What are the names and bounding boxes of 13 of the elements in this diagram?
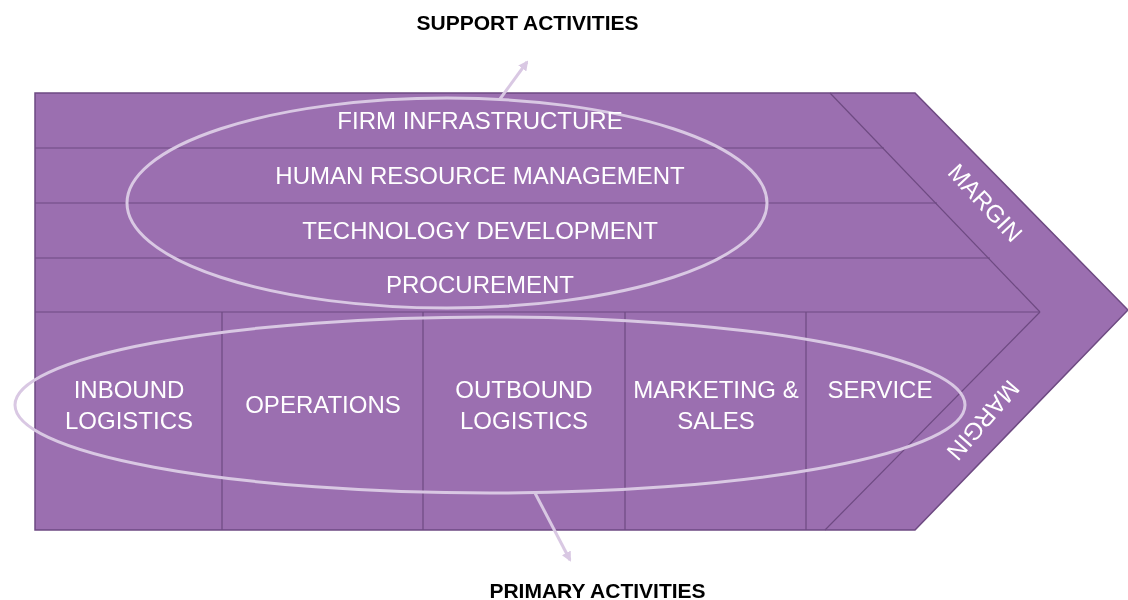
section-heading: SUPPORT ACTIVITIES	[416, 10, 639, 37]
cell-label: INBOUND LOGISTICS	[64, 374, 194, 436]
arrow	[498, 60, 529, 100]
row-label: HUMAN RESOURCE MANAGEMENT	[275, 161, 685, 192]
cell-label: SERVICE	[827, 375, 933, 406]
cell-label: OPERATIONS	[245, 390, 401, 421]
cell-label: OUTBOUND LOGISTICS	[454, 374, 594, 436]
row-label: PROCUREMENT	[386, 270, 574, 301]
cell-label: MARKETING & SALES	[632, 374, 800, 436]
row-label: TECHNOLOGY DEVELOPMENT	[302, 216, 658, 247]
section-heading: PRIMARY ACTIVITIES	[489, 578, 706, 600]
row-label: FIRM INFRASTRUCTURE	[337, 106, 623, 137]
arrow	[533, 492, 572, 562]
